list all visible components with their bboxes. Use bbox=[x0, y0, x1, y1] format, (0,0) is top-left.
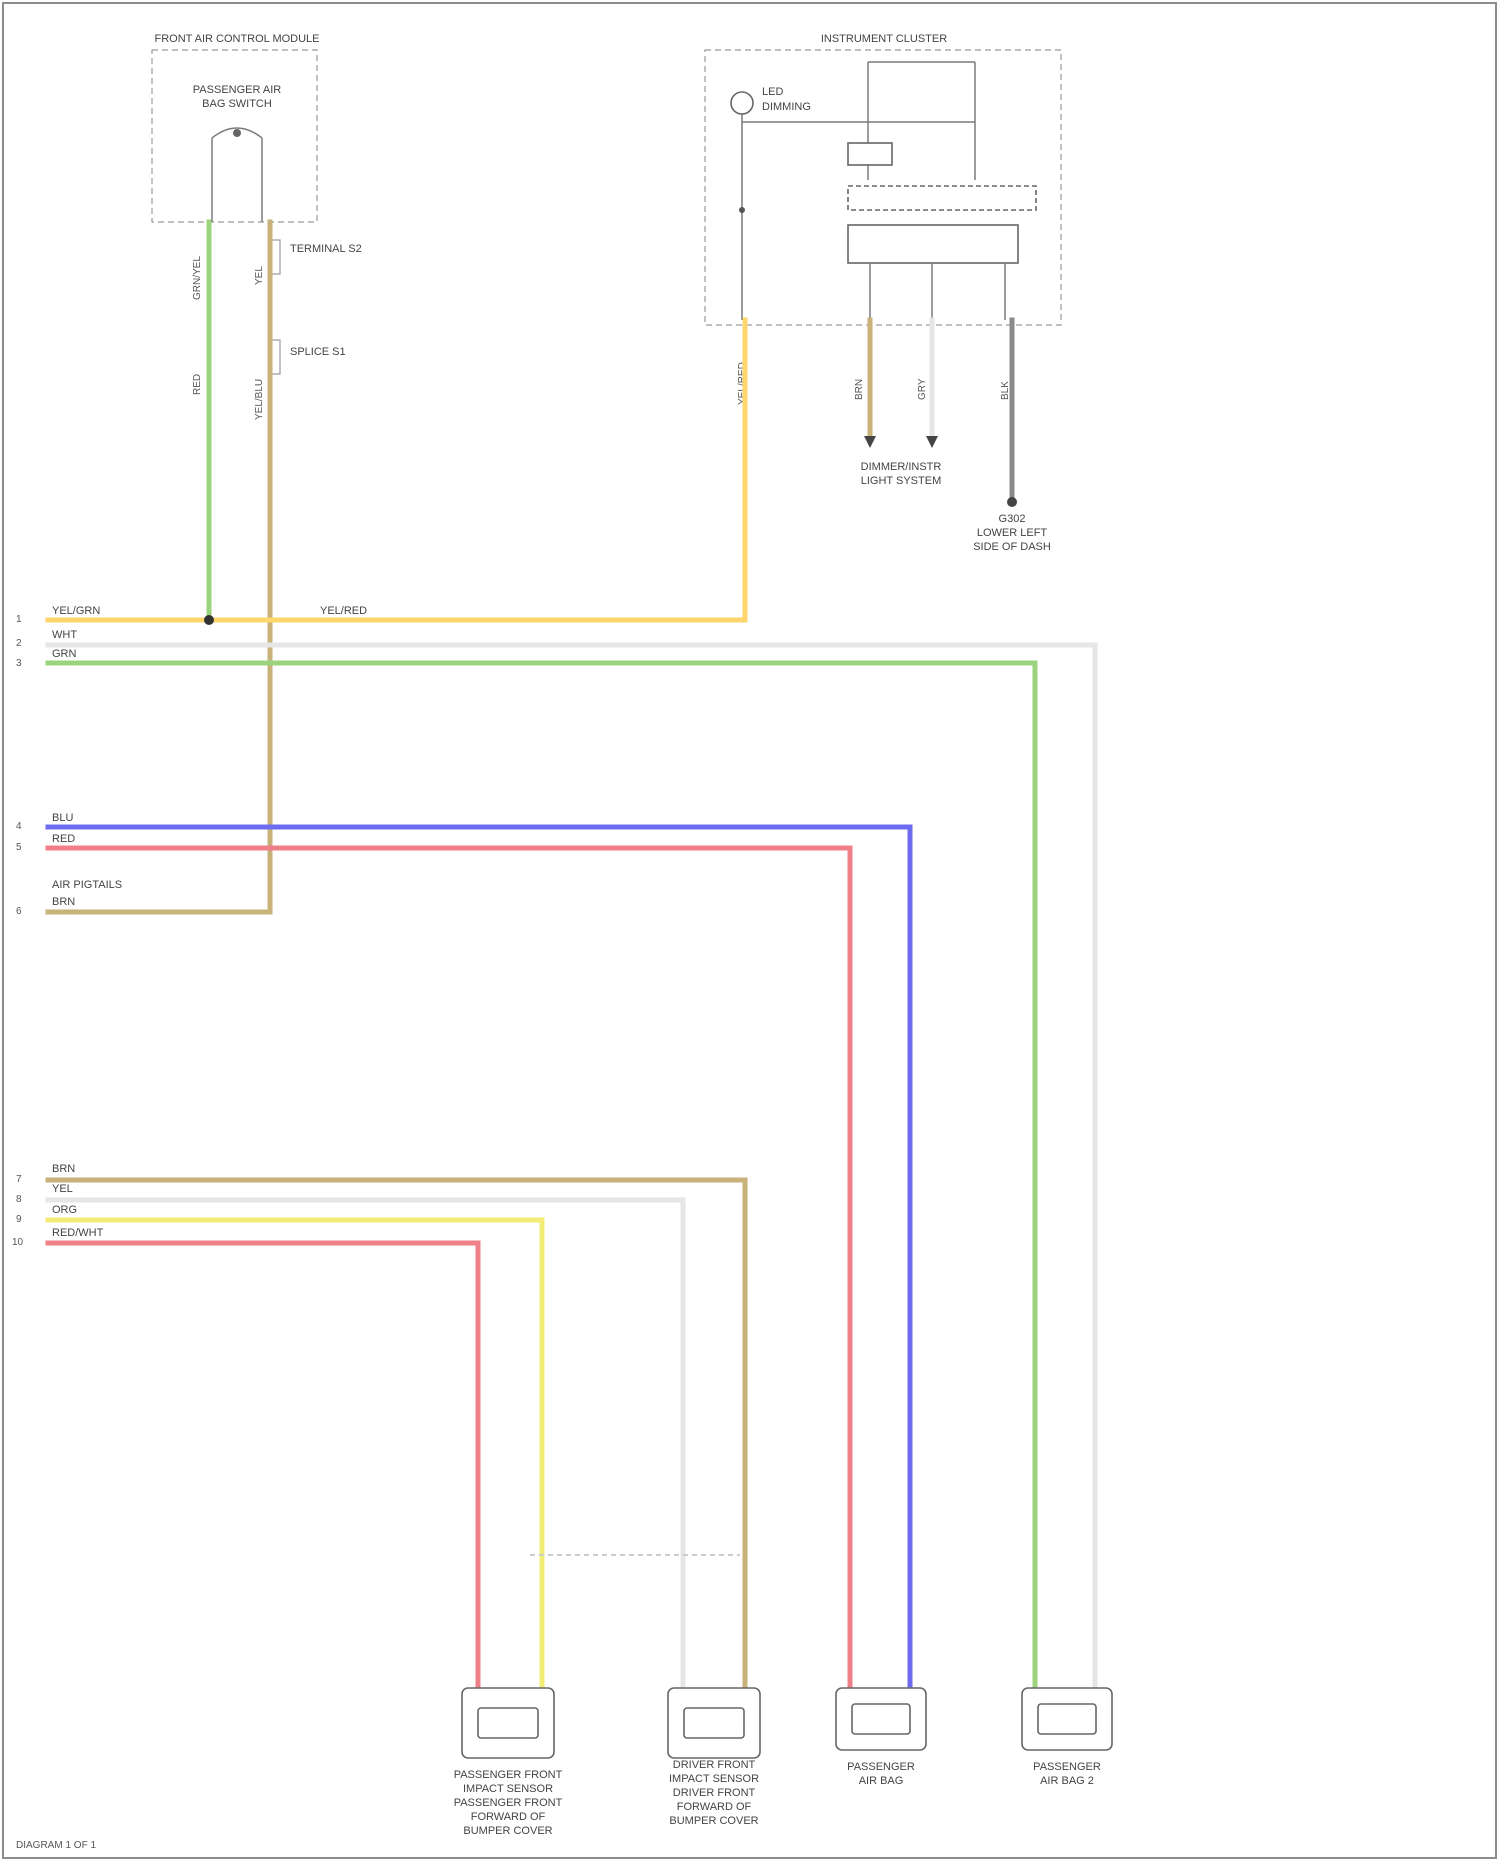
bus-label-brn-2: BRN bbox=[52, 1163, 75, 1175]
bus-label-air-pigtails: AIR PIGTAILS bbox=[52, 879, 122, 891]
svg-text:PASSENGER: PASSENGER bbox=[1033, 1761, 1101, 1773]
front-control-inner-line-2: BAG SWITCH bbox=[202, 98, 272, 110]
pin-number: 9 bbox=[16, 1214, 22, 1225]
svg-text:FORWARD OF: FORWARD OF bbox=[471, 1811, 546, 1823]
cluster-fuse bbox=[848, 143, 892, 165]
svg-text:BUMPER COVER: BUMPER COVER bbox=[463, 1825, 552, 1837]
arrow-icon bbox=[926, 436, 938, 448]
ground-icon bbox=[1007, 497, 1017, 507]
svg-text:IMPACT SENSOR: IMPACT SENSOR bbox=[463, 1783, 553, 1795]
bus-label-wht: WHT bbox=[52, 629, 77, 641]
wire-white-driver-sensor bbox=[48, 1200, 683, 1690]
wire-label-grn-yel: GRN/YEL bbox=[192, 256, 203, 300]
bus-label-brn-1: BRN bbox=[52, 896, 75, 908]
instrument-cluster: INSTRUMENT CLUSTER LED DIMMING bbox=[705, 33, 1061, 325]
pin-number: 10 bbox=[12, 1237, 24, 1248]
pin-number: 1 bbox=[16, 614, 22, 625]
pin-number: 7 bbox=[16, 1174, 22, 1185]
wire-yellow-cluster bbox=[48, 320, 745, 620]
svg-text:BUMPER COVER: BUMPER COVER bbox=[669, 1815, 758, 1827]
wire-label-red: RED bbox=[192, 374, 203, 395]
bus-label-red: RED bbox=[52, 833, 75, 845]
bus-label-org: ORG bbox=[52, 1204, 77, 1216]
wire-label-yel-blu: YEL/BLU bbox=[254, 379, 265, 420]
instrument-cluster-title: INSTRUMENT CLUSTER bbox=[821, 33, 947, 45]
diagram-frame bbox=[3, 3, 1496, 1858]
dest-brake-line-1: DIMMER/INSTR bbox=[861, 461, 942, 473]
svg-text:FORWARD OF: FORWARD OF bbox=[677, 1801, 752, 1813]
front-control-module: FRONT AIR CONTROL MODULE PASSENGER AIR B… bbox=[152, 33, 320, 222]
wire-label-blk: BLK bbox=[1000, 381, 1011, 400]
svg-text:AIR BAG: AIR BAG bbox=[859, 1775, 904, 1787]
bus-label-red-wht: RED/WHT bbox=[52, 1227, 104, 1239]
cluster-wire-labels: YEL/RED BRN GRY BLK bbox=[737, 362, 1011, 405]
wire-yellow-passenger-sensor bbox=[48, 1220, 542, 1690]
switch-pivot bbox=[233, 129, 241, 137]
driver-front-impact-sensor: DRIVER FRONT IMPACT SENSOR DRIVER FRONT … bbox=[668, 1688, 760, 1827]
splice-dot bbox=[204, 615, 214, 625]
dest-ground-line-2: LOWER LEFT bbox=[977, 527, 1048, 539]
bus-label-grn: GRN bbox=[52, 648, 77, 660]
svg-text:IMPACT SENSOR: IMPACT SENSOR bbox=[669, 1773, 759, 1785]
svg-text:AIR BAG 2: AIR BAG 2 bbox=[1040, 1775, 1094, 1787]
pin-number: 2 bbox=[16, 638, 22, 649]
cluster-inner-led: LED bbox=[762, 86, 783, 98]
front-control-module-title: FRONT AIR CONTROL MODULE bbox=[154, 33, 319, 45]
svg-text:DRIVER FRONT: DRIVER FRONT bbox=[673, 1759, 756, 1771]
pin-number: 3 bbox=[16, 658, 22, 669]
bus-label-blu: BLU bbox=[52, 812, 73, 824]
bus-top-junction: YEL/RED bbox=[320, 605, 367, 617]
bus-label-yel: YEL bbox=[52, 1183, 73, 1195]
front-control-inner-line-1: PASSENGER AIR bbox=[193, 84, 281, 96]
passenger-front-impact-sensor: PASSENGER FRONT IMPACT SENSOR PASSENGER … bbox=[454, 1688, 563, 1837]
cluster-driver-block bbox=[848, 186, 1036, 210]
passenger-air-bag-2: PASSENGER AIR BAG 2 bbox=[1022, 1688, 1112, 1787]
pin-number: 6 bbox=[16, 906, 22, 917]
wire-red-passenger-sensor bbox=[48, 1243, 478, 1690]
pin-number: 5 bbox=[16, 842, 22, 853]
dest-brake-line-2: LIGHT SYSTEM bbox=[861, 475, 941, 487]
svg-text:DRIVER FRONT: DRIVER FRONT bbox=[673, 1787, 756, 1799]
svg-text:PASSENGER FRONT: PASSENGER FRONT bbox=[454, 1769, 563, 1781]
wire-label-gry: GRY bbox=[917, 378, 928, 400]
splice-label-terminal: TERMINAL S2 bbox=[290, 243, 362, 255]
dest-ground-line-3: SIDE OF DASH bbox=[973, 541, 1051, 553]
svg-text:PASSENGER: PASSENGER bbox=[847, 1761, 915, 1773]
bus-labels: YEL/GRN WHT GRN YEL/RED BLU RED AIR PIGT… bbox=[52, 605, 367, 1239]
wire-label-brn: BRN bbox=[854, 379, 865, 400]
footer-note: DIAGRAM 1 OF 1 bbox=[16, 1840, 96, 1851]
bus-pin-numbers: 1 2 3 4 5 6 7 8 9 10 bbox=[12, 614, 24, 1248]
arrow-icon bbox=[864, 436, 876, 448]
wire-label-yel: YEL bbox=[254, 266, 265, 285]
wire-red-airbag bbox=[48, 848, 850, 1690]
left-module-wire-labels: GRN/YEL YEL RED YEL/BLU TERMINAL S2 SPLI… bbox=[192, 240, 362, 420]
pin-number: 8 bbox=[16, 1194, 22, 1205]
cluster-inner-dimming: DIMMING bbox=[762, 101, 811, 113]
cluster-transistor-block bbox=[848, 225, 1018, 263]
bus-label-yel-grn: YEL/GRN bbox=[52, 605, 100, 617]
led-icon bbox=[731, 92, 753, 114]
dest-ground-line-1: G302 bbox=[999, 513, 1026, 525]
wire-tan-driver-sensor bbox=[48, 1180, 745, 1690]
pin-number: 4 bbox=[16, 821, 22, 832]
svg-text:PASSENGER FRONT: PASSENGER FRONT bbox=[454, 1797, 563, 1809]
passenger-air-bag: PASSENGER AIR BAG bbox=[836, 1688, 926, 1787]
wire-white-airbag2 bbox=[48, 645, 1095, 1690]
wire-tan-module bbox=[48, 222, 270, 912]
splice-label-s1: SPLICE S1 bbox=[290, 346, 346, 358]
